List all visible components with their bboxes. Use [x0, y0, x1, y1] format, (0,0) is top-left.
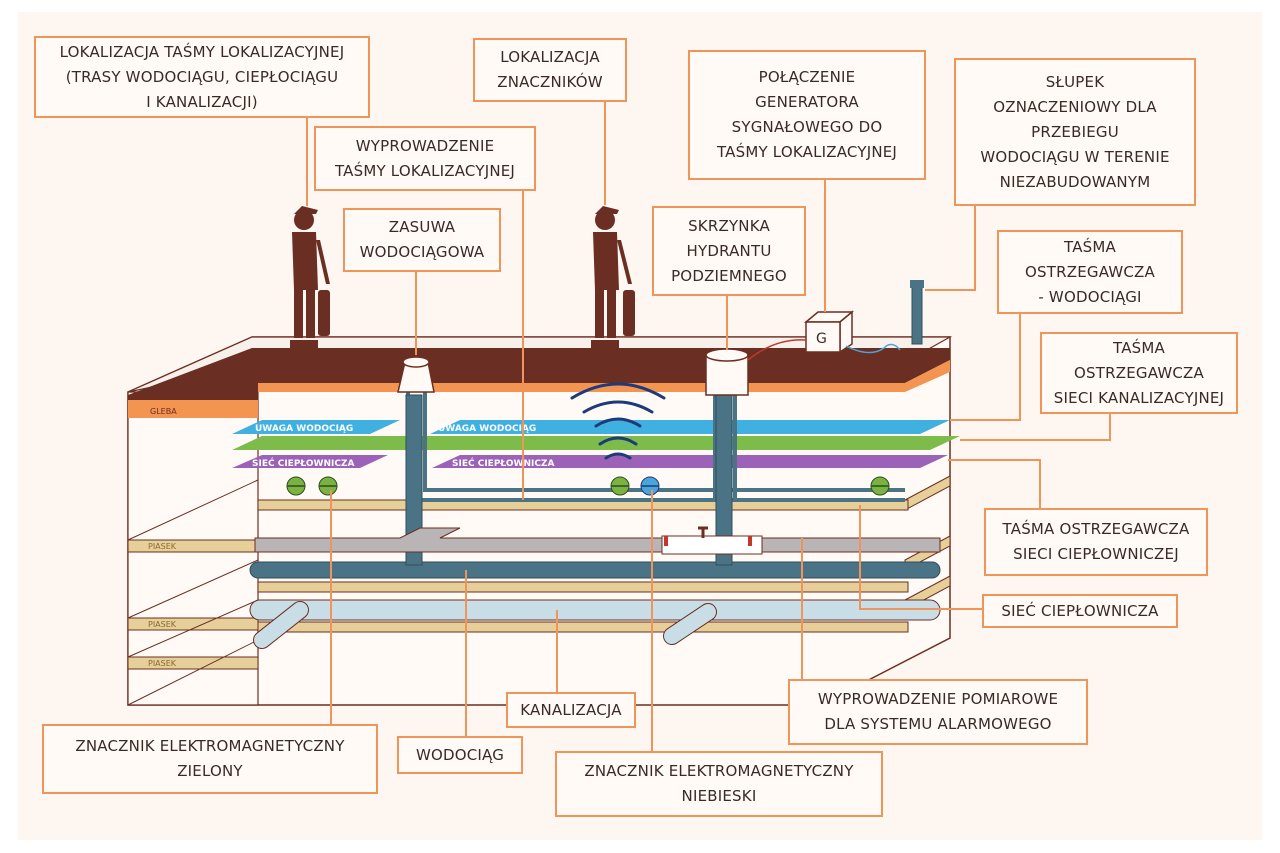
- sewer-branch-left-fill: [254, 602, 308, 648]
- heat-pipe-white-section: [661, 535, 763, 555]
- tape-green: [232, 436, 960, 450]
- tape-text-uwaga-right: UWAGA WODOCIĄG: [438, 424, 536, 434]
- label-znacznik-niebieski: ZNACZNIK ELEKTROMAGNETYCZNY NIEBIESKI: [555, 751, 883, 817]
- alarm-marker-right: [748, 536, 752, 546]
- layer-piasek-1: PIASEK: [148, 542, 177, 551]
- water-pipe: [249, 561, 941, 579]
- label-zasuwa: ZASUWA WODOCIĄGOWA: [343, 208, 501, 272]
- water-riser-left: [405, 394, 423, 566]
- tape-text-siec-right: SIEĆ CIEPŁOWNICZA: [452, 457, 554, 469]
- label-tasma-lokalizacyjna: LOKALIZACJA TAŚMY LOKALIZACYJNEJ (TRASY …: [34, 36, 370, 118]
- generator-letter: G: [816, 331, 827, 347]
- label-wyprowadzenie-tasmy: WYPROWADZENIE TAŚMY LOKALIZACYJNEJ: [314, 126, 536, 191]
- label-tasma-cieplownicza: TAŚMA OSTRZEGAWCZA SIECI CIEPŁOWNICZEJ: [984, 508, 1208, 576]
- layer-piasek-3: PIASEK: [148, 659, 177, 668]
- layer-gleba: GLEBA: [150, 407, 177, 416]
- label-tasma-kanalizacja: TAŚMA OSTRZEGAWCZA SIECI KANALIZACYJNEJ: [1040, 332, 1238, 414]
- generator-red-wire: [747, 339, 807, 361]
- label-znacznik-zielony: ZNACZNIK ELEKTROMAGNETYCZNY ZIELONY: [42, 724, 378, 794]
- label-slupek: SŁUPEK OZNACZENIOWY DLA PRZEBIEGU WODOCI…: [954, 58, 1196, 206]
- sand-strip-3: [257, 621, 909, 633]
- marker-blue: [640, 476, 660, 496]
- valve-icon: [698, 526, 708, 538]
- generator-signal-wire: [845, 343, 901, 354]
- sewer-branch-right-fill: [664, 604, 716, 644]
- tape-purple-left: [232, 455, 388, 468]
- generator-box-icon: G: [803, 310, 855, 354]
- worker-figure-icon-left: [290, 206, 330, 348]
- marker-post-icon: [910, 280, 924, 345]
- tape-blue-right: [430, 420, 950, 434]
- marker-green-1: [286, 476, 306, 496]
- label-kanalizacja: KANALIZACJA: [506, 692, 636, 728]
- layer-piasek-2: PIASEK: [148, 620, 177, 629]
- leader-lines: [306, 102, 1111, 752]
- label-siec-cieplownicza: SIEĆ CIEPŁOWNICZA: [982, 594, 1178, 628]
- marker-green-3: [610, 476, 630, 496]
- label-wodociag: WODOCIĄG: [397, 736, 523, 774]
- tape-blue-left: [232, 420, 400, 434]
- front-sand-2: [127, 617, 259, 631]
- tape-text-siec-left: SIEĆ CIEPŁOWNICZA: [252, 457, 354, 469]
- left-slope-lines: [127, 479, 259, 706]
- sand-strip-2: [257, 581, 909, 593]
- marker-green-4: [870, 476, 890, 496]
- worker-figure-icon-middle: [591, 206, 635, 348]
- alarm-marker-left: [664, 536, 668, 546]
- tape-purple-right: [432, 455, 948, 468]
- signal-wave-icon: [570, 382, 666, 460]
- label-skrzynka: SKRZYNKA HYDRANTU PODZIEMNEGO: [652, 206, 806, 296]
- label-generator: POŁĄCZENIE GENERATORA SYGNAŁOWEGO DO TAŚ…: [688, 50, 926, 180]
- valve-box-top: [402, 356, 430, 368]
- soil-orange-band: [128, 360, 950, 418]
- marker-green-2: [318, 476, 338, 496]
- label-pomiarowe: WYPROWADZENIE POMIAROWE DLA SYSTEMU ALAR…: [788, 679, 1088, 745]
- label-tasma-wodociagi: TAŚMA OSTRZEGAWCZA - WODOCIĄGI: [997, 230, 1183, 314]
- hydrant-box-top: [705, 348, 749, 362]
- label-lokalizacja-znacznikow: LOKALIZACJA ZNACZNIKÓW: [473, 38, 627, 102]
- tape-text-uwaga-left: UWAGA WODOCIĄG: [255, 424, 353, 434]
- sewer-pipe: [249, 599, 941, 621]
- front-sand-3: [127, 656, 259, 670]
- heat-pipe: [254, 527, 941, 553]
